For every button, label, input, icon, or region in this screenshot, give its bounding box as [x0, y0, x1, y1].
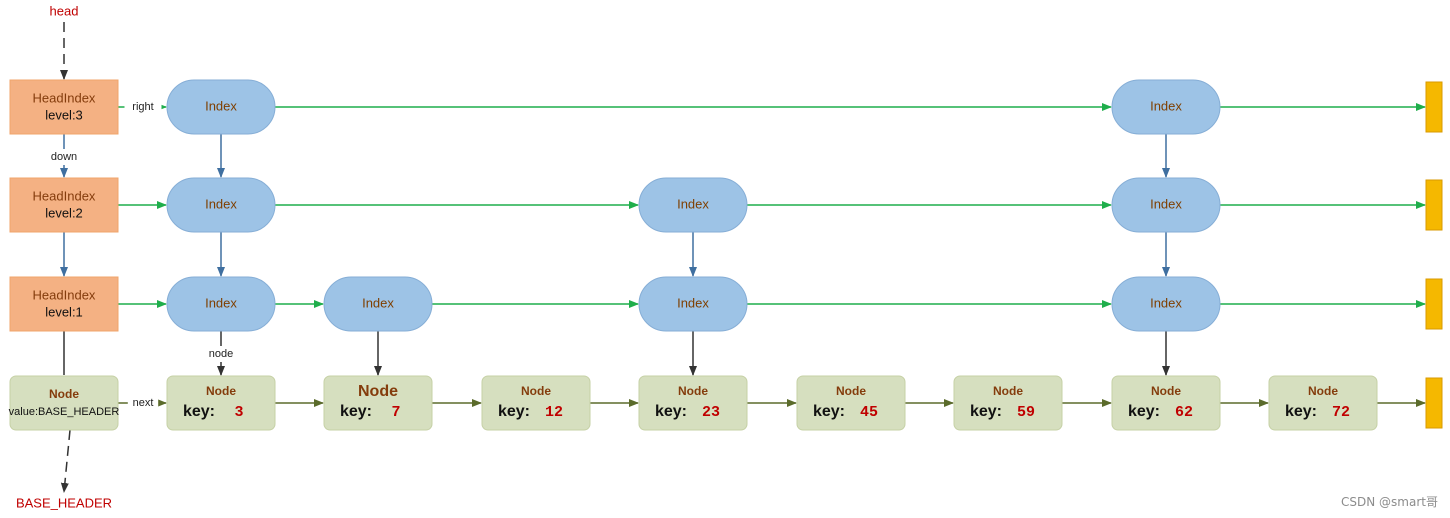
index-node-level-1-col-4: [638, 276, 748, 332]
connector-layer: [60, 22, 1426, 493]
null-terminator-level-2: [1425, 179, 1443, 231]
down-label-bg: [48, 149, 80, 165]
text-layer: headHeadIndexlevel:3HeadIndexlevel:2Head…: [9, 3, 1350, 510]
index-node-level-1-col-2: [323, 276, 433, 332]
index-node-level-2-col-4: [638, 177, 748, 233]
head-label: head: [50, 3, 79, 18]
base-header-node-box: [9, 375, 119, 431]
data-node-title-23: Node: [678, 384, 708, 398]
index-label-level-1-col-4: Index: [677, 295, 709, 310]
watermark: CSDN @smart哥: [1341, 495, 1438, 509]
data-node-key-value-23: 23: [702, 404, 720, 421]
next-label-bg: [127, 395, 159, 411]
shape-layer: [9, 79, 1443, 431]
index-label-level-2-col-4: Index: [677, 196, 709, 211]
data-node-box-62: [1111, 375, 1221, 431]
data-node-key-label-23: key:: [655, 403, 687, 420]
head-index-box-level-1: [9, 276, 119, 332]
index-label-level-1-col-2: Index: [362, 295, 394, 310]
data-node-title-12: Node: [521, 384, 551, 398]
index-label-level-2-col-7: Index: [1150, 196, 1182, 211]
data-node-title-72: Node: [1308, 384, 1338, 398]
index-node-level-2-col-7: [1111, 177, 1221, 233]
data-node-box-23: [638, 375, 748, 431]
data-node-box-7: [323, 375, 433, 431]
base-header-node-value: value:BASE_HEADER: [9, 406, 120, 418]
data-node-key-value-7: 7: [391, 404, 400, 421]
data-node-title-7: Node: [358, 383, 398, 400]
data-node-title-62: Node: [1151, 384, 1181, 398]
index-node-level-2-col-1: [166, 177, 276, 233]
data-node-title-3: Node: [206, 384, 236, 398]
data-node-key-label-7: key:: [340, 403, 372, 420]
head-index-box-level-2: [9, 177, 119, 233]
node-label-bg: [205, 346, 237, 362]
index-node-level-1-col-7: [1111, 276, 1221, 332]
right-label: right: [132, 101, 153, 113]
data-node-key-value-72: 72: [1332, 404, 1350, 421]
data-node-key-label-3: key:: [183, 403, 215, 420]
data-node-key-value-45: 45: [860, 404, 878, 421]
data-node-key-label-12: key:: [498, 403, 530, 420]
index-node-level-3-col-7: [1111, 79, 1221, 135]
data-node-title-45: Node: [836, 384, 866, 398]
node-label: node: [209, 348, 233, 360]
data-node-box-72: [1268, 375, 1378, 431]
data-node-key-value-3: 3: [234, 404, 243, 421]
data-node-box-12: [481, 375, 591, 431]
head-index-level-2: level:2: [45, 205, 83, 220]
null-terminator-node-row: [1425, 377, 1443, 429]
index-label-level-2-col-1: Index: [205, 196, 237, 211]
head-index-title-level-2: HeadIndex: [33, 188, 96, 203]
data-node-key-value-59: 59: [1017, 404, 1035, 421]
index-label-level-1-col-1: Index: [205, 295, 237, 310]
head-index-level-3: level:3: [45, 107, 83, 122]
index-node-level-1-col-1: [166, 276, 276, 332]
right-label-bg: [124, 99, 162, 115]
data-node-box-59: [953, 375, 1063, 431]
data-node-key-label-45: key:: [813, 403, 845, 420]
data-node-title-59: Node: [993, 384, 1023, 398]
base-header-pointer-arrow: [60, 429, 71, 493]
data-node-key-value-62: 62: [1175, 404, 1193, 421]
head-index-level-1: level:1: [45, 304, 83, 319]
head-index-title-level-3: HeadIndex: [33, 90, 96, 105]
data-node-key-label-72: key:: [1285, 403, 1317, 420]
data-node-key-value-12: 12: [545, 404, 563, 421]
index-label-level-3-col-1: Index: [205, 98, 237, 113]
null-terminator-level-3: [1425, 81, 1443, 133]
index-label-level-1-col-7: Index: [1150, 295, 1182, 310]
null-terminator-level-1: [1425, 278, 1443, 330]
data-node-key-label-62: key:: [1128, 403, 1160, 420]
data-node-box-3: [166, 375, 276, 431]
index-label-level-3-col-7: Index: [1150, 98, 1182, 113]
down-label: down: [51, 151, 77, 163]
base-header-node-title: Node: [49, 387, 79, 401]
data-node-box-45: [796, 375, 906, 431]
head-index-box-level-3: [9, 79, 119, 135]
next-label: next: [133, 397, 154, 409]
head-index-title-level-1: HeadIndex: [33, 287, 96, 302]
base-header-label: BASE_HEADER: [16, 495, 112, 510]
index-node-level-3-col-1: [166, 79, 276, 135]
data-node-key-label-59: key:: [970, 403, 1002, 420]
